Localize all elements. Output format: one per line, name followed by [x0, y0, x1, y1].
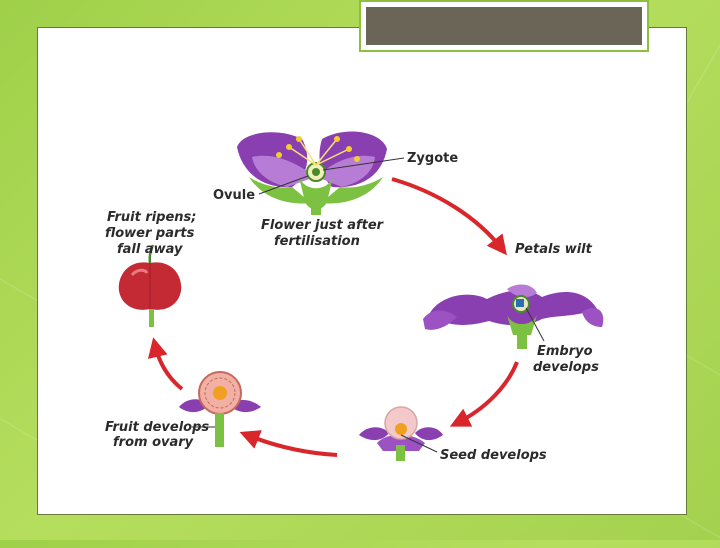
ripe-fruit — [118, 244, 182, 327]
arrow-seed-to-fruit — [239, 430, 338, 457]
fruit-developing-flower — [179, 371, 261, 447]
label-fruit-ripens-1: Fruit ripens; — [107, 210, 197, 225]
wilted-flower — [423, 284, 604, 349]
embryo-pointer — [525, 307, 545, 342]
zygote-pointer — [322, 157, 405, 171]
ovule-pointer — [258, 175, 309, 195]
label-fruit-ripens-3: fall away — [117, 242, 183, 257]
arrow-fruit-to-ripe — [148, 337, 184, 391]
title-placeholder-fill — [366, 7, 642, 45]
seed-developing-flower — [359, 406, 443, 461]
label-petals-wilt: Petals wilt — [515, 242, 593, 257]
label-embryo-2: develops — [533, 360, 599, 375]
arrow-petals-to-seed — [449, 361, 519, 427]
label-embryo-1: Embryo — [537, 344, 593, 359]
seed-pointer — [400, 434, 438, 453]
label-ovule: Ovule — [213, 188, 255, 203]
label-fruit-develops-1: Fruit develops — [105, 420, 209, 435]
label-fruit-ripens-2: flower parts — [105, 226, 195, 241]
label-flower-after-2: fertilisation — [274, 234, 360, 249]
flower-after-fertilisation — [237, 131, 387, 215]
label-zygote: Zygote — [407, 151, 458, 166]
title-placeholder — [359, 0, 649, 52]
label-flower-after-1: Flower just after — [261, 218, 385, 233]
flower-life-cycle-diagram: Zygote Ovule Flower just after fertilisa… — [105, 131, 604, 463]
label-fruit-develops-2: from ovary — [113, 435, 194, 450]
label-seed-develops: Seed develops — [440, 448, 547, 463]
arrow-flower-to-petals — [391, 177, 507, 256]
